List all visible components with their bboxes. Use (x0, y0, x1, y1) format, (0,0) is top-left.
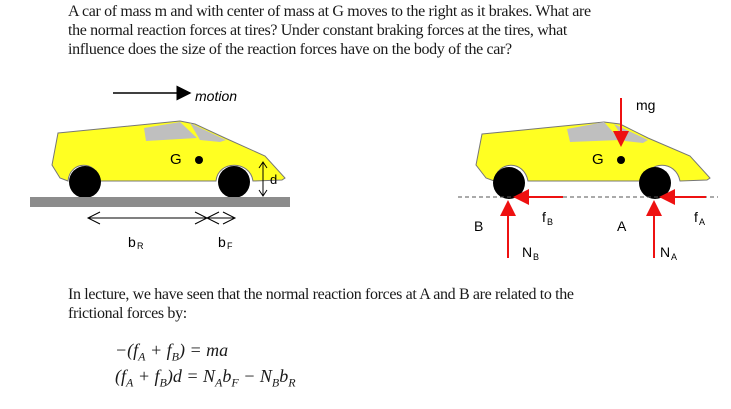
equation-2: (fA + fB)d = NAbF − NBbR (115, 366, 296, 390)
svg-text:mg: mg (636, 97, 655, 113)
question-line-2: the normal reaction forces at tires? Und… (68, 22, 567, 39)
g-label-left: G (170, 151, 182, 168)
ground (30, 197, 290, 207)
svg-text:N: N (660, 244, 670, 260)
rear-wheel-left (69, 166, 101, 198)
right-car-figure: mg G B A f B f A N B N A (458, 97, 718, 262)
equation-1: −(fA + fB) = ma (115, 340, 229, 364)
svg-text:R: R (137, 241, 144, 251)
front-wheel-right (639, 167, 671, 199)
car-window-left (144, 122, 197, 141)
explanation-text: In lecture, we have seen that the normal… (68, 285, 728, 323)
svg-text:b: b (218, 234, 226, 250)
car-body-left (51, 120, 286, 182)
svg-text:A: A (617, 218, 627, 234)
svg-text:A: A (699, 217, 705, 227)
svg-text:B: B (533, 252, 539, 262)
svg-text:B: B (547, 217, 553, 227)
explanation-line-1: In lecture, we have seen that the normal… (68, 286, 574, 303)
question-line-3: influence does the size of the reaction … (68, 41, 512, 58)
svg-text:A: A (671, 252, 677, 262)
svg-text:B: B (474, 218, 483, 234)
svg-text:b: b (128, 234, 136, 250)
svg-text:d: d (270, 172, 277, 187)
motion-label: motion (195, 88, 237, 104)
front-wheel-left (218, 166, 250, 198)
svg-text:f: f (542, 209, 546, 225)
explanation-line-2: frictional forces by: (68, 305, 187, 322)
rear-wheel-right (493, 167, 525, 199)
svg-text:F: F (227, 241, 233, 251)
question-text: A car of mass m and with center of mass … (68, 2, 728, 59)
question-line-1: A car of mass m and with center of mass … (68, 3, 591, 20)
svg-text:f: f (694, 209, 698, 225)
svg-text:G: G (592, 151, 604, 168)
left-car-figure: motion G d b R b F (30, 85, 290, 251)
svg-text:N: N (522, 244, 532, 260)
